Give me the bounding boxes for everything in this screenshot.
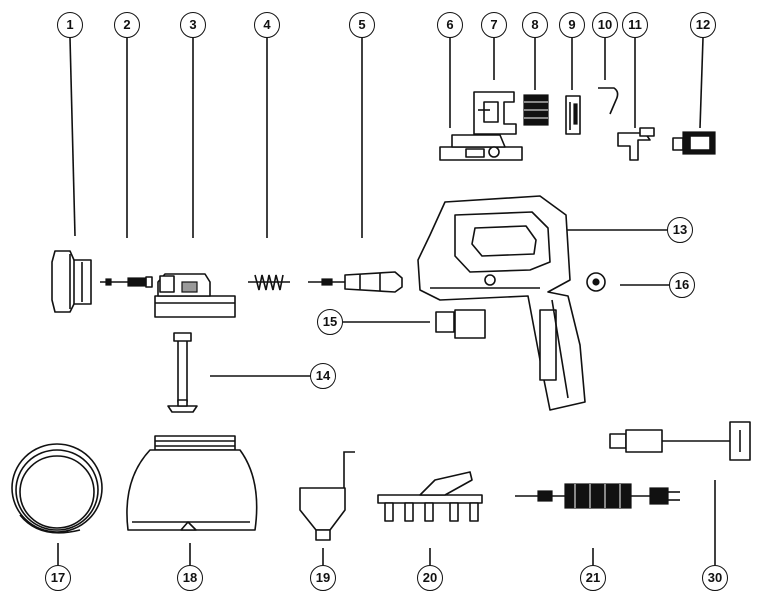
part-10-pin — [598, 87, 619, 115]
part-13-gun-housing — [417, 195, 586, 411]
part-16-nut — [586, 272, 606, 292]
callout-16: 16 — [669, 272, 695, 298]
callout-8: 8 — [522, 12, 548, 38]
part-2-needle — [100, 276, 153, 288]
callout-4: 4 — [254, 12, 280, 38]
callout-20: 20 — [417, 565, 443, 591]
callout-18: 18 — [177, 565, 203, 591]
part-18-container — [126, 435, 258, 531]
callout-13: 13 — [667, 217, 693, 243]
part-14-suction-tube — [167, 332, 198, 413]
callout-12: 12 — [690, 12, 716, 38]
part-15-switch — [435, 309, 486, 339]
part-8-coil — [523, 94, 549, 126]
callout-2: 2 — [114, 12, 140, 38]
callout-11: 11 — [622, 12, 648, 38]
part-11-fitting — [617, 127, 655, 161]
callout-1: 1 — [57, 12, 83, 38]
callout-21: 21 — [580, 565, 606, 591]
part-6-rail — [439, 134, 523, 161]
part-20-trigger-plate — [377, 471, 483, 522]
callout-14: 14 — [310, 363, 336, 389]
part-1-nozzle-cap — [51, 250, 92, 313]
callout-7: 7 — [481, 12, 507, 38]
part-5-valve-stem — [308, 271, 403, 293]
callout-5: 5 — [349, 12, 375, 38]
leader-lines — [57, 37, 716, 565]
part-7-bracket — [473, 91, 517, 135]
callout-6: 6 — [437, 12, 463, 38]
callout-9: 9 — [559, 12, 585, 38]
part-19-filter-cup — [299, 451, 355, 541]
part-12-connector — [672, 131, 716, 155]
part-17-hose-coil — [11, 443, 103, 534]
part-4-spring — [248, 274, 290, 291]
callout-10: 10 — [592, 12, 618, 38]
part-9-plate — [565, 95, 581, 135]
callout-15: 15 — [317, 309, 343, 335]
callout-19: 19 — [310, 565, 336, 591]
part-21-power-cord — [515, 483, 680, 509]
callout-17: 17 — [45, 565, 71, 591]
callout-3: 3 — [180, 12, 206, 38]
part-30-cord-assembly — [609, 421, 751, 461]
callout-30: 30 — [702, 565, 728, 591]
part-3-valve-base — [154, 273, 236, 318]
